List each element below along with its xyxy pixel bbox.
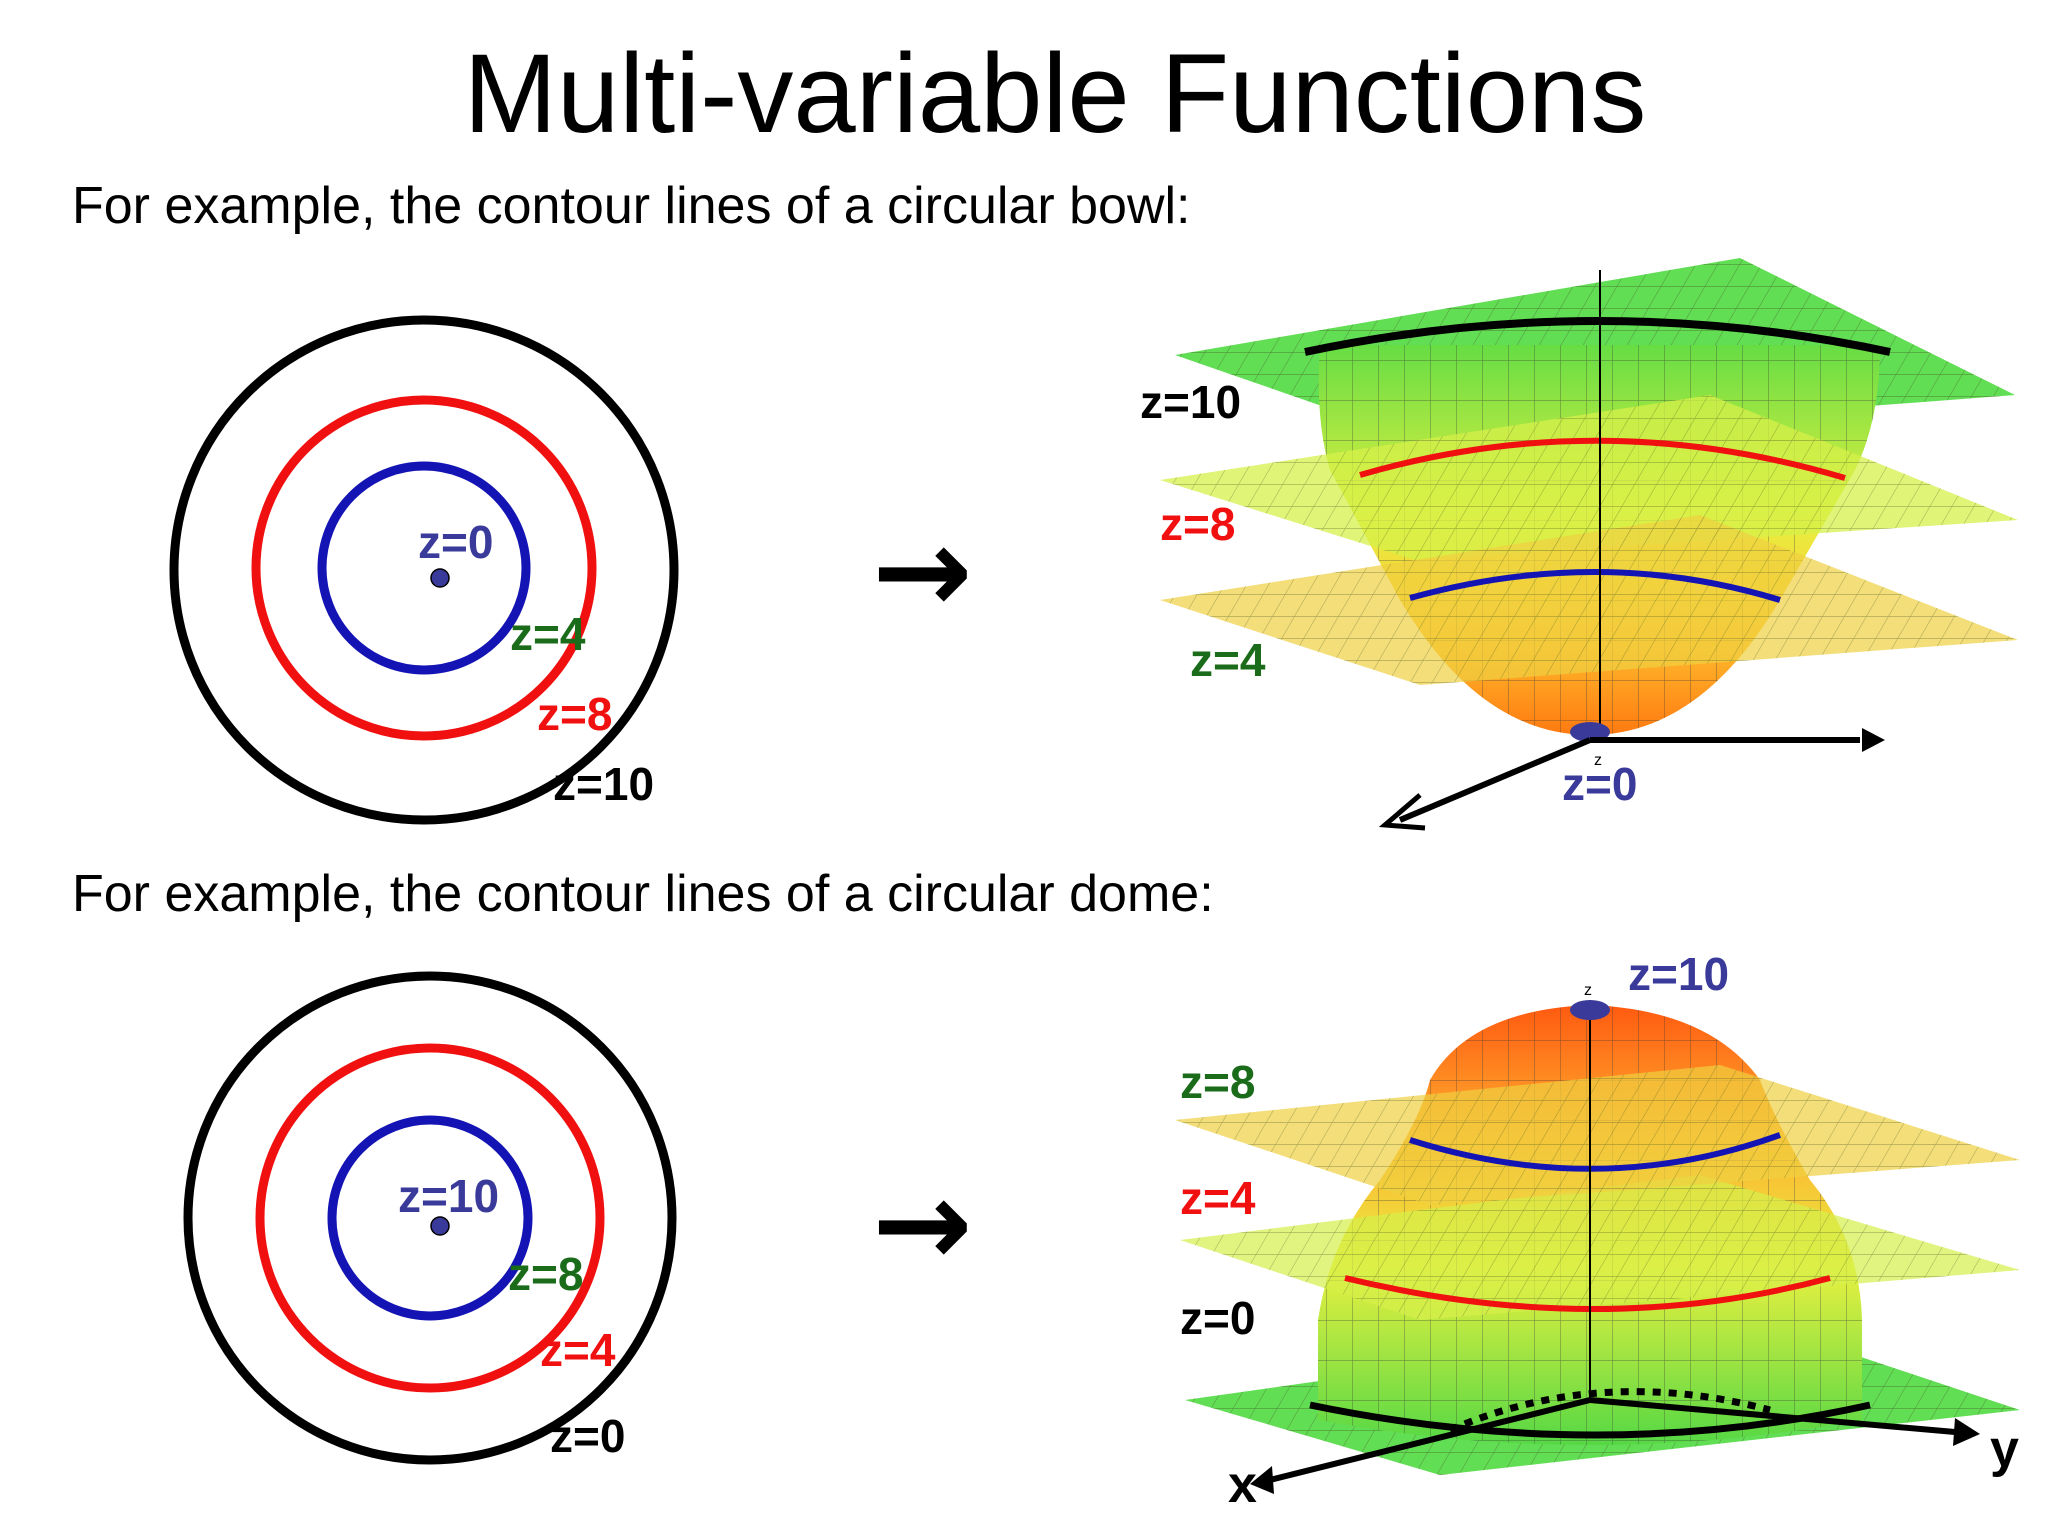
bowl-surface-label-z4: z=4 xyxy=(1190,634,1266,686)
dome-surface-label-z0: z=0 xyxy=(1180,1292,1255,1344)
bowl-label-z0: z=0 xyxy=(418,516,493,568)
dome-label-z4: z=4 xyxy=(540,1324,616,1376)
dome-axis-x: x xyxy=(1228,1456,1257,1514)
dome-contour-black xyxy=(183,971,677,1465)
bowl-surface-label-z0: z=0 xyxy=(1562,758,1637,810)
bowl-axis-z: z xyxy=(1594,752,1602,769)
dome-label-z8: z=8 xyxy=(508,1248,583,1300)
dome-surface-plot: z x y z=10 z=8 z=4 z=0 xyxy=(1175,948,2020,1514)
dome-axis-y: y xyxy=(1990,1420,2019,1478)
dome-contour-blue xyxy=(327,1115,533,1321)
dome-contour-diagram: z=10 z=8 z=4 z=0 xyxy=(183,971,677,1465)
bowl-contour-red xyxy=(251,395,597,741)
bowl-contour-black xyxy=(169,315,679,825)
bowl-surface-plot: z z=10 z=8 z=4 z=0 xyxy=(1140,258,2018,831)
dome-surface-label-z10: z=10 xyxy=(1628,948,1729,1000)
bowl-surface-label-z8: z=8 xyxy=(1160,498,1235,550)
arrow-right-icon-1: → xyxy=(872,502,973,641)
bowl-label-z4: z=4 xyxy=(510,608,586,660)
bowl-center-dot xyxy=(430,568,450,588)
bowl-label-z10: z=10 xyxy=(553,758,654,810)
dome-label-z0: z=0 xyxy=(550,1410,625,1462)
dome-surface-label-z4: z=4 xyxy=(1180,1172,1256,1224)
dome-center-dot xyxy=(430,1216,450,1236)
bowl-contour-diagram: z=0 z=4 z=8 z=10 xyxy=(169,315,679,825)
page-title: Multi-variable Functions xyxy=(463,31,1647,156)
dome-surface-label-z8: z=8 xyxy=(1180,1056,1255,1108)
dome-caption: For example, the contour lines of a circ… xyxy=(72,865,1214,923)
bowl-label-z8: z=8 xyxy=(537,688,612,740)
arrow-right-icon-2: → xyxy=(872,1155,973,1294)
bowl-caption: For example, the contour lines of a circ… xyxy=(72,177,1191,235)
dome-axis-z: z xyxy=(1584,982,1592,999)
dome-label-z10: z=10 xyxy=(398,1170,499,1222)
bowl-contour-blue xyxy=(317,461,531,675)
bowl-surface-label-z10: z=10 xyxy=(1140,376,1241,428)
dome-contour-red xyxy=(255,1043,605,1393)
